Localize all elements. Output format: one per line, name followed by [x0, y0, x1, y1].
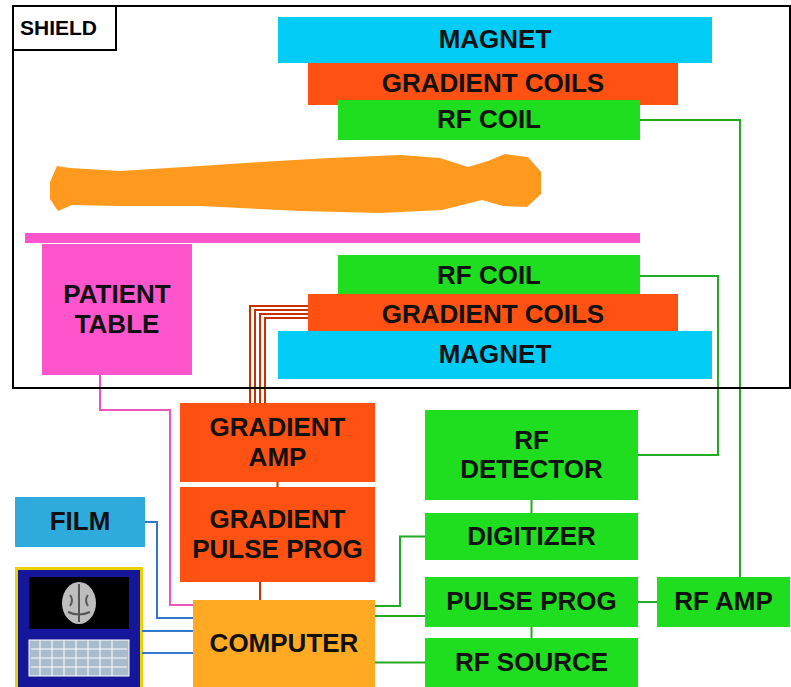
box-label: RF COIL: [437, 105, 541, 134]
workstation-panel: [17, 569, 142, 687]
connector-line: [375, 662, 425, 664]
box-label: GRADIENT AMP: [184, 413, 371, 471]
computer: COMPUTER: [193, 600, 375, 687]
gradient-coil: GRADIENT COILS: [308, 294, 678, 336]
monitor-screen: [29, 577, 129, 629]
table-top: [25, 233, 640, 243]
box-label: RF SOURCE: [455, 648, 608, 677]
box-label: PATIENT TABLE: [46, 280, 188, 338]
box-label: GRADIENT PULSE PROG: [184, 505, 371, 563]
connector-line: [375, 537, 425, 607]
keyboard-keys: [31, 640, 127, 676]
rf-source: RF SOURCE: [425, 638, 638, 687]
magnet: MAGNET: [278, 17, 712, 63]
gradient-amp: GRADIENT AMP: [180, 403, 375, 482]
shield-enclosure: SHIELD MAGNET GRADIENT COILS RF COIL PATIENT…: [12, 5, 791, 389]
connector-line: [259, 582, 261, 600]
box-label: GRADIENT COILS: [382, 69, 604, 98]
connector-line: [531, 500, 533, 513]
connector-line: [375, 615, 425, 617]
box-label: FILM: [50, 507, 111, 536]
gradient-pulse-prog: GRADIENT PULSE PROG: [180, 487, 375, 582]
magnet: MAGNET: [278, 331, 712, 379]
box-label: RF DETECTOR: [449, 426, 614, 484]
box-label: RF COIL: [437, 261, 541, 290]
shield-label: SHIELD: [14, 7, 117, 51]
rf-detector: RF DETECTOR: [425, 410, 638, 500]
box-label: GRADIENT COILS: [382, 300, 604, 329]
gradient-coil: GRADIENT COILS: [308, 63, 678, 105]
pulse-prog: PULSE PROG: [425, 577, 638, 627]
brain-image: [62, 582, 96, 624]
box-label: RF AMP: [674, 587, 773, 616]
rf-coil: RF COIL: [338, 100, 640, 140]
workstation-cable: [142, 631, 193, 653]
patient-body: [50, 154, 541, 213]
rf-amp: RF AMP: [657, 577, 790, 627]
box-label: DIGITIZER: [467, 522, 596, 551]
box-label: PULSE PROG: [446, 587, 616, 616]
connector-line: [531, 627, 533, 638]
rf-coil: RF COIL: [338, 255, 640, 297]
box-label: MAGNET: [439, 25, 552, 54]
patient-table: PATIENT TABLE: [42, 244, 192, 375]
film-box: FILM: [15, 497, 145, 547]
box-label: MAGNET: [439, 340, 552, 369]
connector-line: [638, 601, 657, 603]
brain-detail: [68, 584, 90, 622]
digitizer: DIGITIZER: [425, 513, 638, 560]
box-label: COMPUTER: [210, 629, 359, 658]
keyboard: [29, 640, 129, 676]
